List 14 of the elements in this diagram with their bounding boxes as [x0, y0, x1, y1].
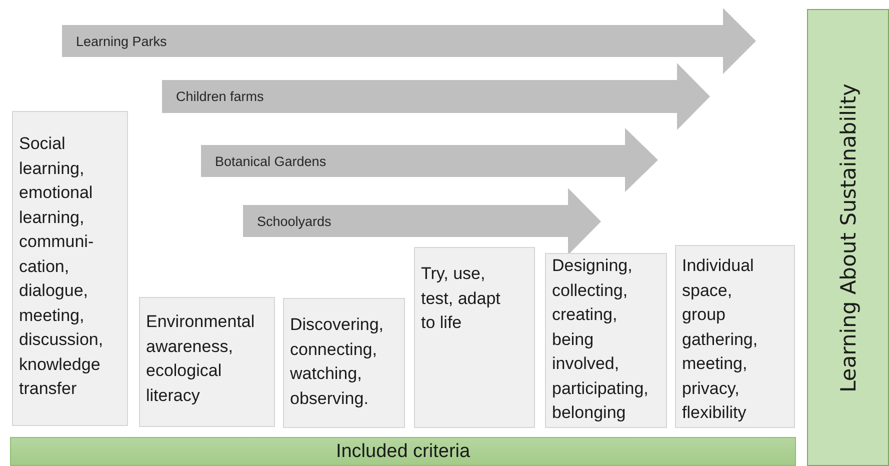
vertical-label: Learning About Sustainability: [836, 83, 860, 392]
criteria-bar: [10, 437, 796, 466]
arrow-label: Learning Parks: [76, 32, 167, 51]
criteria-box: Discovering, connecting, watching, observing.: [283, 298, 405, 428]
criteria-box: Environmental awareness, ecological literacy: [139, 297, 275, 427]
criteria-box: Designing, collecting, creating, being involved, participating, belonging: [545, 253, 667, 428]
arrow-label: Botanical Gardens: [215, 152, 326, 170]
criteria-box: Individual space, group gathering, meeting, privacy, flexibility: [675, 245, 795, 428]
arrow-label: Schoolyards: [257, 212, 332, 231]
goal-panel: [807, 9, 889, 466]
criteria-box: Social learning, emotional learning, communi- cation, dialogue, meeting, discussion, knowledge transfer: [12, 111, 128, 426]
bar-label: Included criteria: [336, 440, 470, 462]
arrow-label: Children farms: [176, 88, 264, 106]
criteria-box: Try, use, test, adapt to life: [414, 247, 535, 428]
